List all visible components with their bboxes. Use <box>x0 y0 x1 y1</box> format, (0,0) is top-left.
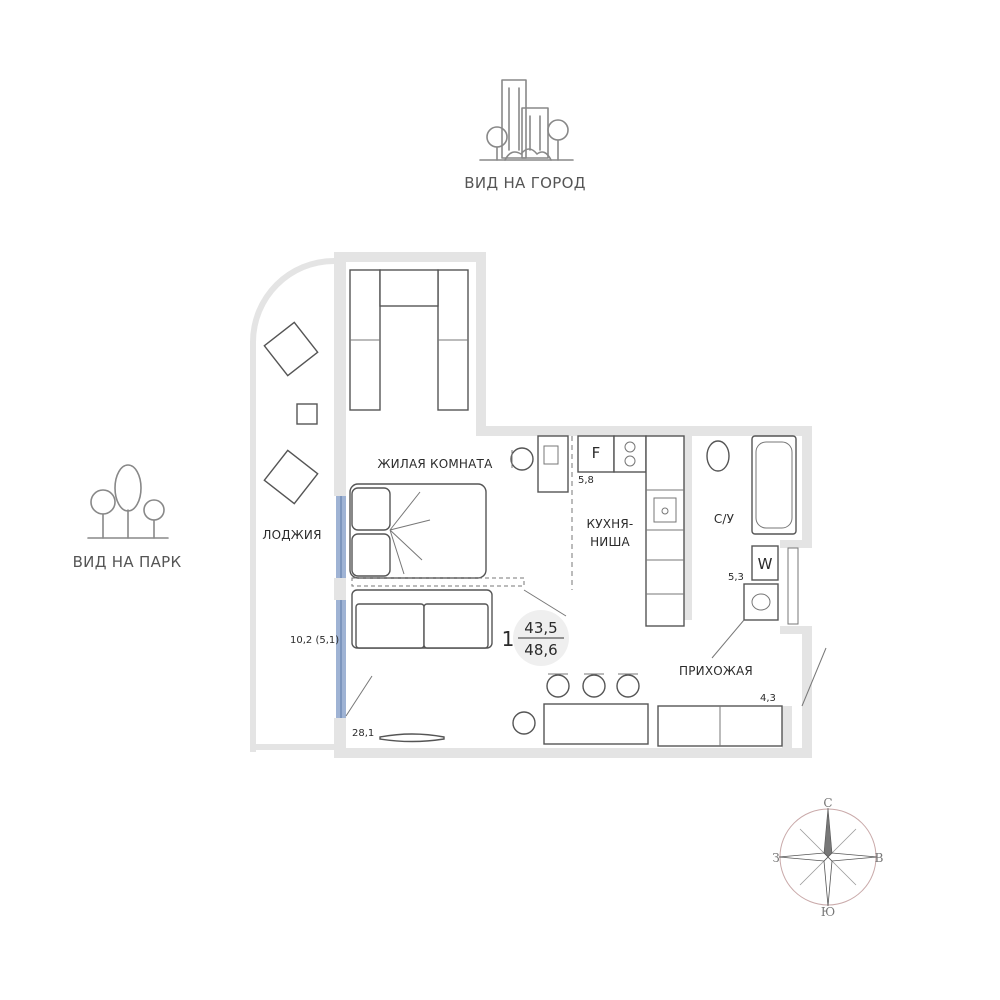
park-view-icon <box>87 464 169 539</box>
hallway-area: 4,3 <box>760 693 776 704</box>
sofa <box>351 589 493 649</box>
area-badge <box>513 610 569 666</box>
walls <box>250 252 812 758</box>
dining-chair <box>512 711 536 735</box>
bathroom-label: С/У <box>714 512 735 526</box>
wardrobe-unit <box>349 269 469 411</box>
washer-label: W <box>758 555 773 573</box>
hallway-wardrobe <box>657 705 783 747</box>
total-area: 48,6 <box>524 641 557 659</box>
park-view-label: ВИД НА ПАРК <box>73 553 182 571</box>
loggia-parapet <box>250 258 334 752</box>
loggia-label: ЛОДЖИЯ <box>262 528 321 542</box>
living-area-total: 43,5 <box>524 619 557 637</box>
loggia-area: 10,2 (5,1) <box>290 635 339 646</box>
loggia-furniture <box>263 321 319 505</box>
city-view-icon <box>479 79 574 161</box>
hallway-label: ПРИХОЖАЯ <box>679 664 753 678</box>
kitchen-label-1: КУХНЯ- <box>587 517 634 531</box>
compass-west: З <box>772 851 779 865</box>
loggia-bottom-wall <box>250 744 334 750</box>
kitchen-unit <box>577 435 685 627</box>
desk-chair <box>510 447 534 471</box>
dining-table <box>543 703 649 745</box>
compass-north: С <box>823 796 832 810</box>
compass-south: Ю <box>821 905 835 919</box>
compass-east: В <box>875 851 884 865</box>
rooms-count: 1 <box>502 627 515 651</box>
living-room-label: ЖИЛАЯ КОМНАТА <box>378 457 494 471</box>
kitchen-area: 5,8 <box>578 475 594 486</box>
city-view-label: ВИД НА ГОРОД <box>464 174 585 192</box>
bathroom-area: 5,3 <box>728 572 744 583</box>
tv <box>379 733 445 743</box>
fridge-label: F <box>592 444 601 462</box>
bed <box>349 483 487 579</box>
bathroom-fixtures <box>706 435 799 625</box>
kitchen-label-2: НИША <box>590 535 630 549</box>
living-room-area: 28,1 <box>352 728 374 739</box>
bar-stools <box>546 673 640 698</box>
compass-rose <box>778 807 878 907</box>
